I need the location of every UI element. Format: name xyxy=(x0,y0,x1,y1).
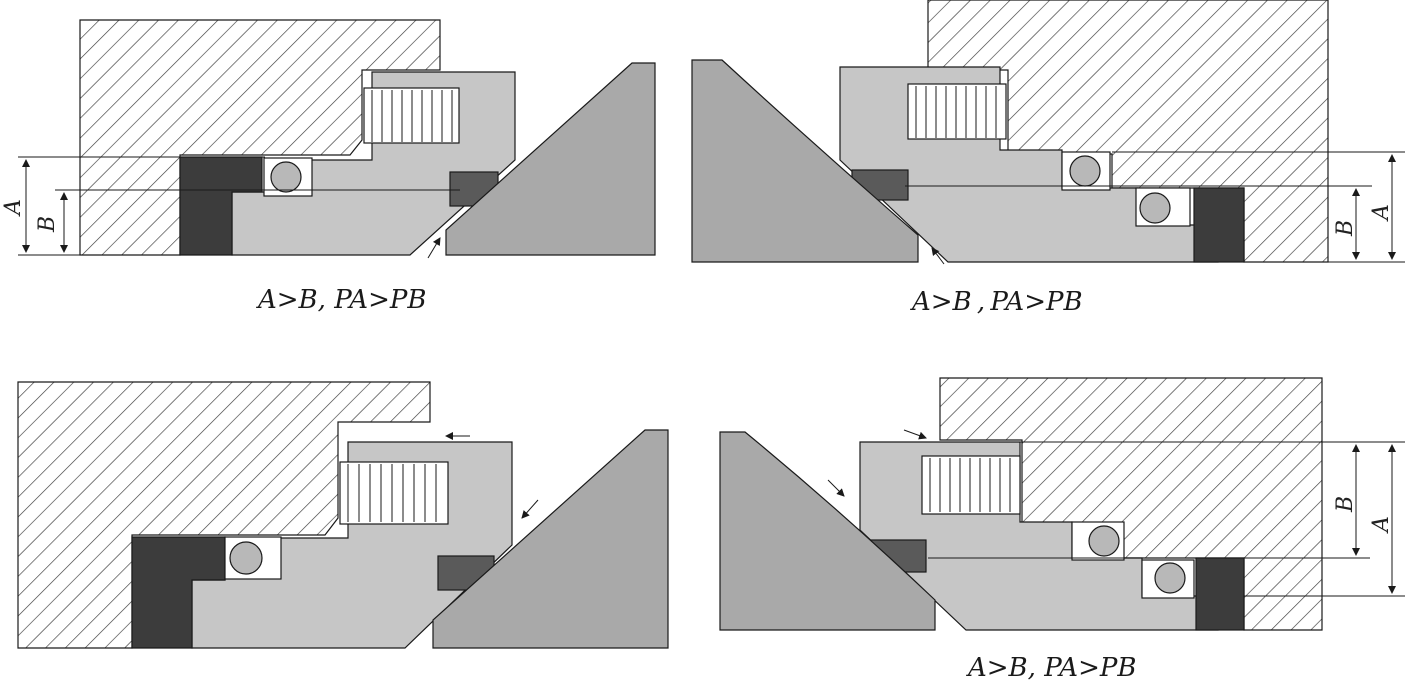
panel-top-right: A B A>B , PA>PB xyxy=(691,0,1405,317)
spring xyxy=(921,455,1021,515)
oring xyxy=(270,161,302,193)
dim-label-b: B xyxy=(1333,220,1358,237)
spring-coils xyxy=(347,464,437,522)
mating-ring xyxy=(432,429,669,649)
dim-label-b: B xyxy=(1333,496,1358,513)
spring-coils xyxy=(915,86,997,138)
dim-label-a: A xyxy=(1369,516,1394,534)
oring-lower xyxy=(1154,562,1186,594)
panel-top-left: A B A>B, PA>PB xyxy=(1,19,656,315)
oring-upper xyxy=(1088,525,1120,557)
spring xyxy=(907,83,1007,140)
dark-ring xyxy=(1195,557,1245,631)
dim-label-a: A xyxy=(1369,204,1394,222)
dark-ring xyxy=(1193,187,1245,263)
pressure-arrow xyxy=(427,237,441,259)
panel-bottom-right: A B A>B, PA>PB xyxy=(719,377,1405,683)
oring-upper xyxy=(1069,155,1101,187)
mating-ring xyxy=(691,59,919,263)
caption: A>B, PA>PB xyxy=(256,285,426,315)
spring-coils xyxy=(929,458,1011,512)
spring xyxy=(339,461,449,525)
oring xyxy=(229,541,263,575)
mating-ring xyxy=(445,62,656,256)
pressure-arrow xyxy=(827,479,845,497)
mating-ring xyxy=(719,431,936,631)
dim-label-b: B xyxy=(35,216,60,233)
panel-bottom-left xyxy=(17,381,669,649)
caption: A>B , PA>PB xyxy=(910,287,1083,317)
pressure-arrow xyxy=(521,499,539,519)
housing-hatched xyxy=(17,381,431,649)
caption: A>B, PA>PB xyxy=(966,653,1136,683)
pressure-arrow xyxy=(931,247,945,265)
spring-coils xyxy=(371,90,453,142)
pressure-arrow xyxy=(903,429,927,440)
oring-lower xyxy=(1139,192,1171,224)
housing-hatched xyxy=(79,19,441,256)
dim-label-a: A xyxy=(1,199,26,217)
